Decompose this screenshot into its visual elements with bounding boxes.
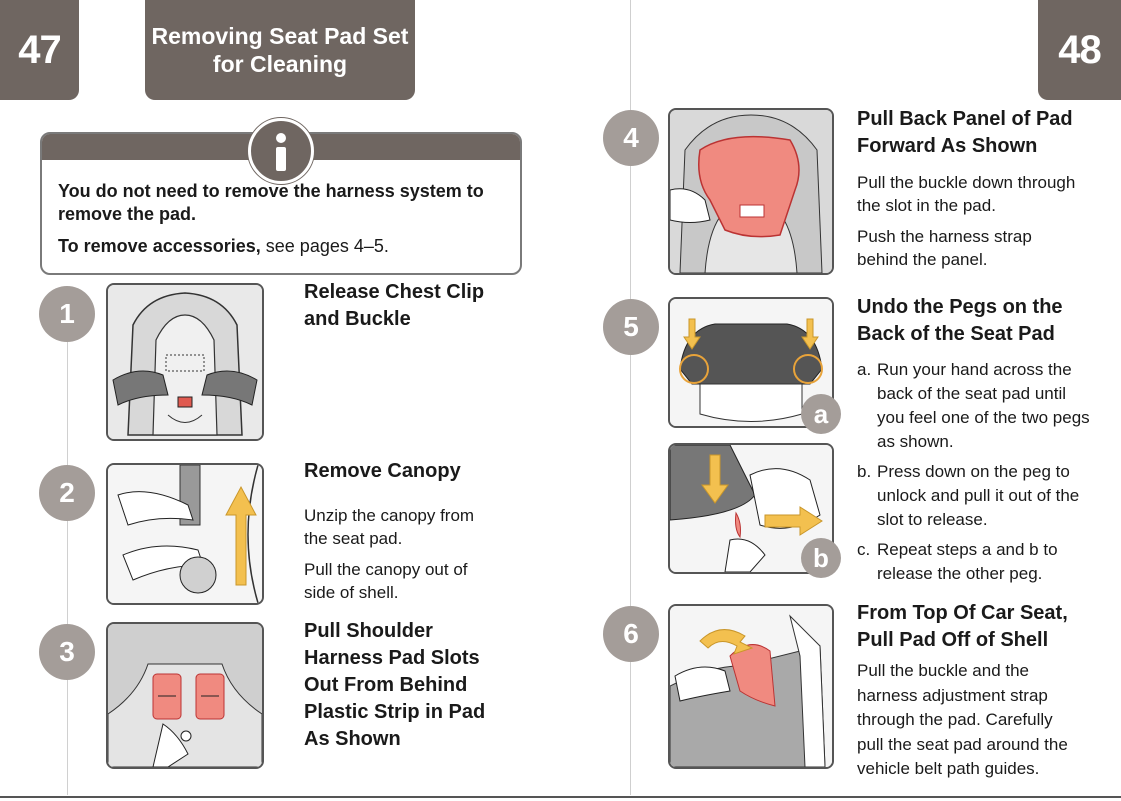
page-number-left: 47: [0, 0, 79, 100]
step-2-title: Remove Canopy: [304, 460, 461, 482]
harness-pad-slots-illustration: [108, 624, 262, 767]
step-3-title: Pull Shoulder Harness Pad Slots Out From…: [304, 620, 486, 750]
left-margin-rule: [67, 340, 68, 795]
step-5a-illustration: [668, 297, 834, 428]
list-item-text: Run your hand across the back of the sea…: [877, 360, 1090, 451]
step-number-5: 5: [603, 299, 659, 355]
figure-label-a: a: [801, 394, 841, 434]
step-1-title: Release Chest Clip and Buckle: [304, 281, 485, 330]
step-3-illustration: [106, 622, 264, 769]
list-item-label: c.: [857, 540, 871, 559]
list-item-text: Repeat steps a and b to release the othe…: [877, 540, 1058, 583]
back-panel-pull-illustration: [670, 110, 832, 273]
step-number-1: 1: [39, 286, 95, 342]
info-box: [40, 132, 522, 275]
step-5-title: Undo the Pegs on the Back of the Seat Pa…: [857, 296, 1063, 345]
info-icon: [248, 118, 314, 184]
list-item-label: a.: [857, 360, 872, 379]
step-number-2: 2: [39, 465, 95, 521]
peg-release-illustration: [670, 445, 832, 572]
step-2-illustration: [106, 463, 264, 605]
car-seat-buckle-illustration: [108, 285, 262, 439]
list-item: c. Repeat steps a and b to release the ot…: [857, 538, 1090, 586]
step-6-body-line: Pull the buckle and the harness adjustme…: [857, 661, 1068, 778]
pad-off-shell-illustration: [670, 606, 832, 767]
step-2-body-line: Unzip the canopy from the seat pad.: [304, 506, 475, 548]
info-line-2-bold: To remove accessories,: [58, 236, 261, 256]
step-6-illustration: [668, 604, 834, 769]
list-item-label: b.: [857, 462, 872, 481]
list-item: b. Press down on the peg to unlock and pu…: [857, 460, 1090, 532]
info-line-2: To remove accessories, see pages 4–5.: [58, 235, 498, 258]
step-4-body-line: Pull the buckle down through the slot in…: [857, 173, 1076, 215]
step-4-illustration: [668, 108, 834, 275]
seat-pad-pegs-illustration: [670, 299, 832, 426]
step-4-body-line: Push the harness strap behind the panel.: [857, 227, 1032, 269]
info-line-2-rest: see pages 4–5.: [260, 236, 389, 256]
step-number-3: 3: [39, 624, 95, 680]
section-title: Removing Seat Pad Set for Cleaning: [145, 0, 415, 100]
canopy-removal-illustration: [108, 465, 262, 603]
step-1-illustration: [106, 283, 264, 441]
info-text: You do not need to remove the harness sy…: [58, 180, 498, 267]
bottom-rule: [0, 796, 1121, 798]
step-4-body: Pull the buckle down through the slot in…: [857, 171, 1075, 279]
step-5-list: a. Run your hand across the back of the s…: [857, 358, 1090, 592]
page-number-right: 48: [1038, 0, 1121, 100]
page-divider: [630, 0, 631, 795]
step-2-body-line: Pull the canopy out of side of shell.: [304, 560, 468, 602]
step-2-body: Unzip the canopy from the seat pad. Pull…: [304, 504, 474, 612]
figure-label-b: b: [801, 538, 841, 578]
info-line-1: You do not need to remove the harness sy…: [58, 181, 484, 224]
step-6-title: From Top Of Car Seat, Pull Pad Off of Sh…: [857, 602, 1068, 651]
step-6-body: Pull the buckle and the harness adjustme…: [857, 659, 1068, 790]
step-number-4: 4: [603, 110, 659, 166]
step-number-6: 6: [603, 606, 659, 662]
list-item: a. Run your hand across the back of the s…: [857, 358, 1090, 454]
list-item-text: Press down on the peg to unlock and pull…: [877, 462, 1080, 529]
step-4-title: Pull Back Panel of Pad Forward As Shown: [857, 108, 1073, 157]
